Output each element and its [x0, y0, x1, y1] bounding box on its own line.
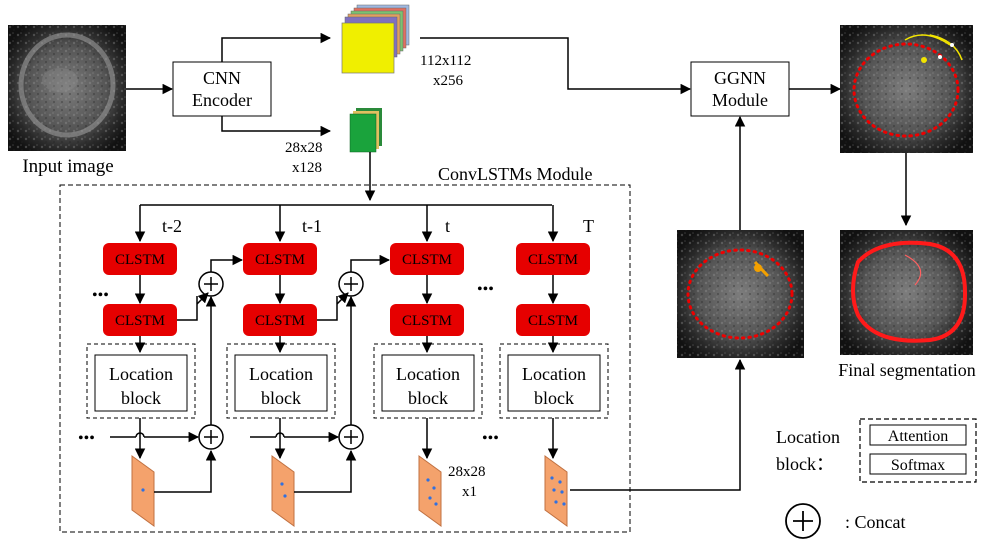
line-hop-0: [135, 432, 145, 438]
map-point-3-5: [562, 502, 566, 506]
ellipsis-upper-right: •••: [477, 281, 494, 298]
legend-attention-box: [869, 424, 967, 446]
output-map-size-2: x1: [462, 484, 477, 500]
clstm-lower-label-3: CLSTM: [528, 313, 578, 329]
arrow-map-to-concat-0: [154, 449, 217, 493]
map-point-3-0: [550, 476, 554, 480]
arrow-lower-into-concat-0: [196, 292, 209, 305]
clstm-cell-upper-1: [243, 243, 317, 275]
arrow-lower-into-concat-1: [336, 292, 349, 305]
feature-small-size-1: 28x28: [285, 140, 323, 156]
output-map-3: [544, 455, 568, 527]
ellipsis-lower-right: •••: [482, 430, 499, 447]
legend: Location block： Attention Softmax : Conc…: [776, 418, 977, 539]
line-hop-1: [275, 432, 285, 438]
ellipsis-lower-left: •••: [78, 430, 95, 447]
refined-polygon-image: [840, 25, 973, 153]
line-lower-to-concat-1: [317, 296, 338, 321]
clstm-cell-upper-0: [103, 243, 177, 275]
feature-small-size-2: x128: [292, 160, 322, 176]
convlstm-module-title: ConvLSTMs Module: [438, 164, 593, 184]
map-point-2-2: [428, 496, 432, 500]
location-block-3: [507, 354, 601, 412]
step-label-2: t: [445, 216, 450, 236]
map-point-3-2: [552, 488, 556, 492]
location-label-2-2: block: [408, 388, 448, 408]
line-lower-to-concat-0: [177, 296, 198, 321]
location-label-1-0: Location: [109, 364, 173, 384]
feature-map-small: [349, 108, 382, 153]
step-label-1: t-1: [302, 216, 322, 236]
location-label-1-1: Location: [249, 364, 313, 384]
map-point-1-0: [280, 482, 284, 486]
ggnn-label-2: Module: [712, 90, 768, 110]
cnn-encoder-box: CNN Encoder: [172, 61, 272, 117]
arrow-concat-to-next-upper-1: [350, 254, 391, 272]
ggnn-label-1: GGNN: [714, 68, 766, 88]
location-block-2: [381, 354, 475, 412]
ggnn-module-box: GGNN Module: [690, 61, 790, 117]
location-block-0: [94, 354, 188, 412]
clstm-cell-lower-2: [390, 304, 464, 336]
clstm-lower-label-0: CLSTM: [115, 313, 165, 329]
map-point-3-3: [560, 490, 564, 494]
legend-location-line1: Location: [776, 427, 840, 447]
map-point-3-1: [558, 480, 562, 484]
legend-softmax-label: Softmax: [891, 457, 945, 474]
clstm-lower-label-1: CLSTM: [255, 313, 305, 329]
clstm-cell-upper-2: [390, 243, 464, 275]
feature-large-size-2: x256: [433, 73, 464, 89]
clstm-upper-label-2: CLSTM: [402, 252, 452, 268]
step-label-0: t-2: [162, 216, 182, 236]
final-segmentation-image: [840, 230, 973, 355]
clstm-cell-lower-3: [516, 304, 590, 336]
output-map-size-1: 28x28: [448, 464, 486, 480]
cnn-encoder-label-1: CNN: [203, 68, 241, 88]
step-label-3: T: [583, 216, 594, 236]
legend-location-block-box: [859, 418, 977, 483]
clstm-upper-label-1: CLSTM: [255, 252, 305, 268]
clstm-cell-lower-1: [243, 304, 317, 336]
clstm-cell-lower-0: [103, 304, 177, 336]
input-image-label: Input image: [22, 156, 113, 177]
convlstm-module-box: [59, 184, 631, 533]
final-segmentation-label: Final segmentation: [838, 360, 975, 380]
map-point-3-4: [554, 500, 558, 504]
clstm-upper-label-0: CLSTM: [115, 252, 165, 268]
clstm-upper-label-3: CLSTM: [528, 252, 578, 268]
map-point-2-3: [434, 502, 438, 506]
clstm-lower-label-2: CLSTM: [402, 313, 452, 329]
map-point-1-1: [283, 494, 287, 498]
location-block-1: [234, 354, 328, 412]
initial-polygon-image: [677, 230, 804, 358]
map-point-0-0: [141, 488, 145, 492]
output-map-1: [271, 455, 295, 527]
arrow-map-to-concat-1: [294, 449, 357, 493]
location-label-1-3: Location: [522, 364, 586, 384]
output-map-2: [418, 455, 442, 527]
map-point-2-1: [432, 486, 436, 490]
location-label-1-2: Location: [396, 364, 460, 384]
arrow-output-map-to-initial: [570, 358, 746, 491]
location-label-2-1: block: [261, 388, 301, 408]
legend-attention-label: Attention: [888, 428, 948, 445]
clstm-cell-upper-3: [516, 243, 590, 275]
arrow-large-feat-to-ggnn: [420, 37, 692, 95]
input-image: [8, 25, 126, 151]
location-label-2-0: block: [121, 388, 161, 408]
map-point-2-0: [426, 478, 430, 482]
cnn-encoder-label-2: Encoder: [192, 90, 252, 110]
legend-softmax-box: [869, 453, 967, 475]
legend-concat-label: : Concat: [845, 512, 906, 532]
legend-location-line2: block：: [776, 454, 834, 474]
feature-map-large: [341, 4, 410, 74]
arrow-concat-to-next-upper-0: [210, 254, 244, 272]
arrow-encoder-to-small-feat: [221, 116, 332, 137]
location-label-2-3: block: [534, 388, 574, 408]
feature-large-size-1: 112x112: [420, 53, 471, 69]
arrow-encoder-to-large-feat: [221, 32, 332, 62]
ellipsis-upper-left: •••: [92, 287, 109, 304]
